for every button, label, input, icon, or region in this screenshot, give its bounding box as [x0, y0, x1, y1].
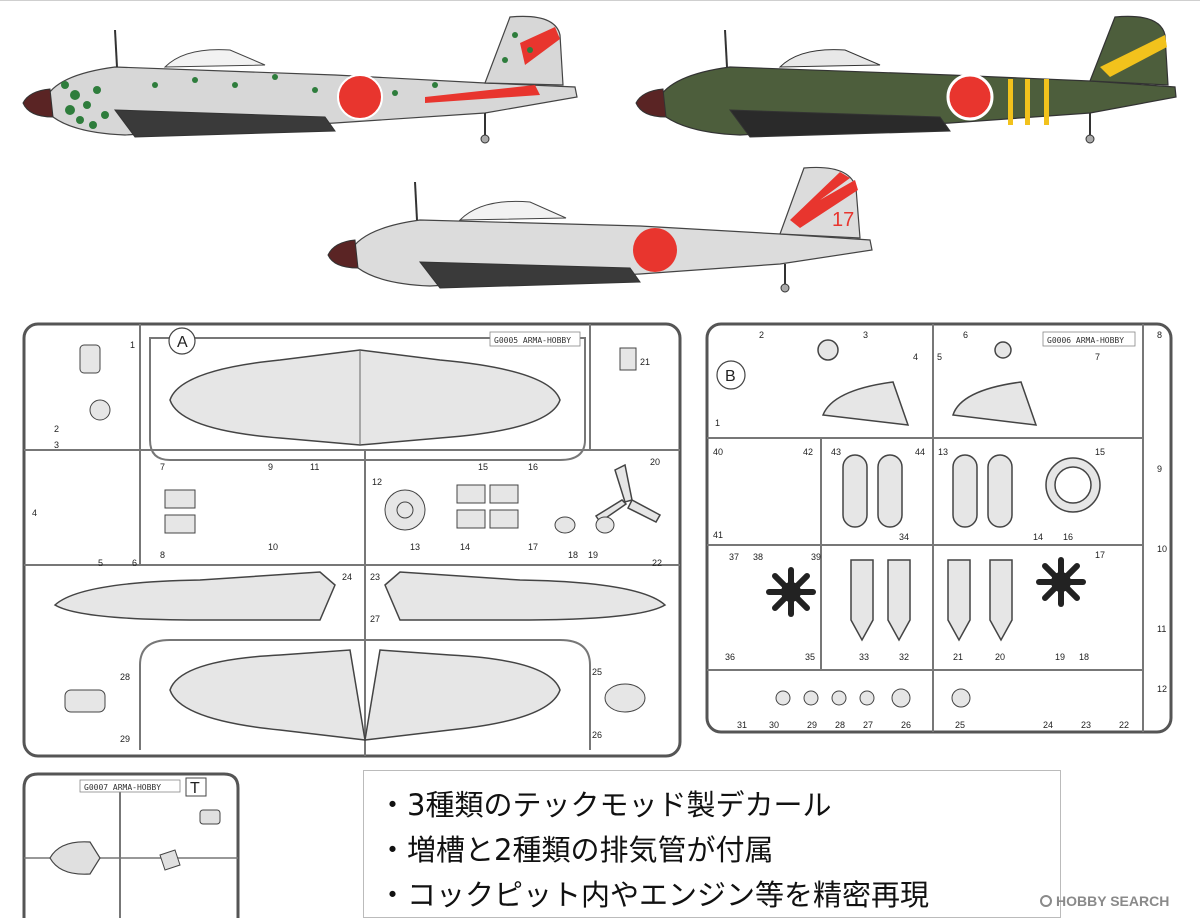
sprue-a-part-number: 6: [132, 558, 137, 568]
sprue-a-part-number: 10: [268, 542, 278, 552]
aircraft-profile-1: [22, 15, 578, 144]
sprue-b: B G0006 ARMA-HOBBY 1 2 3 4 5 6 7 8 9 10 …: [705, 322, 1173, 734]
sprue-a-part-number: 13: [410, 542, 420, 552]
sprue-t-code: G0007 ARMA-HOBBY: [84, 783, 161, 792]
sprue-a: A G0005 ARMA-HOBBY 1 2 3 4 5 6 7 8 9 10 …: [22, 322, 682, 758]
sprue-b-part-number: 39: [811, 552, 821, 562]
sprue-b-part-number: 20: [995, 652, 1005, 662]
sprue-b-part-number: 19: [1055, 652, 1065, 662]
sprue-b-part-number: 14: [1033, 532, 1043, 542]
sprue-b-part-number: 24: [1043, 720, 1053, 730]
sprue-b-letter: B: [725, 368, 736, 385]
sprue-b-part-number: 29: [807, 720, 817, 730]
sprue-b-part-number: 41: [713, 530, 723, 540]
sprue-b-part-number: 10: [1157, 544, 1167, 554]
sprue-b-part-number: 22: [1119, 720, 1129, 730]
sprue-a-part-number: 20: [650, 457, 660, 467]
sprue-a-part-number: 27: [370, 614, 380, 624]
sprue-b-part-number: 2: [759, 330, 764, 340]
sprue-a-part-number: 2: [54, 424, 59, 434]
sprue-b-part-number: 33: [859, 652, 869, 662]
sprue-b-part-number: 13: [938, 447, 948, 457]
sprue-a-part-number: 24: [342, 572, 352, 582]
sprue-b-part-number: 3: [863, 330, 868, 340]
sprue-b-part-number: 28: [835, 720, 845, 730]
sprue-a-part-number: 1: [130, 340, 135, 350]
sprue-a-part-number: 25: [592, 667, 602, 677]
sprue-a-part-number: 18: [568, 550, 578, 560]
sprue-a-part-number: 21: [640, 357, 650, 367]
sprue-a-part-number: 19: [588, 550, 598, 560]
sprue-b-part-number: 7: [1095, 352, 1100, 362]
top-divider: [0, 0, 1200, 1]
sprue-b-part-number: 9: [1157, 464, 1162, 474]
sprue-b-part-number: 38: [753, 552, 763, 562]
sprue-b-part-number: 11: [1157, 624, 1166, 634]
sprue-a-part-number: 7: [160, 462, 165, 472]
sprue-a-part-number: 5: [98, 558, 103, 568]
sprue-b-part-number: 32: [899, 652, 909, 662]
sprue-a-part-number: 17: [528, 542, 538, 552]
sprue-a-part-number: 3: [54, 440, 59, 450]
sprue-t-letter: T: [190, 780, 200, 797]
sprue-a-part-number: 28: [120, 672, 130, 682]
sprue-a-part-number: 14: [460, 542, 470, 552]
sprue-b-part-number: 5: [937, 352, 942, 362]
sprue-b-part-number: 31: [737, 720, 747, 730]
sprue-a-part-number: 23: [370, 572, 380, 582]
sprue-b-part-number: 44: [915, 447, 925, 457]
sprue-b-part-number: 6: [963, 330, 968, 340]
sprue-b-part-number: 8: [1157, 330, 1162, 340]
sprue-t: G0007 ARMA-HOBBY T: [22, 772, 240, 918]
watermark-logo-icon: [1040, 895, 1052, 907]
sprue-a-part-number: 4: [32, 508, 37, 518]
sprue-b-part-number: 34: [899, 532, 909, 542]
sprue-b-part-number: 40: [713, 447, 723, 457]
sprue-a-part-number: 8: [160, 550, 165, 560]
feature-detail: ・コックピット内やエンジン等を精密再現: [378, 878, 930, 912]
sprue-b-part-number: 36: [725, 652, 735, 662]
sprue-a-part-number: 12: [372, 477, 382, 487]
tail-number: 17: [832, 209, 854, 231]
sprue-a-letter: A: [177, 334, 188, 351]
aircraft-profile-3: 17: [327, 166, 873, 293]
sprue-b-part-number: 16: [1063, 532, 1073, 542]
sprue-a-part-number: 15: [478, 462, 488, 472]
sprue-b-part-number: 23: [1081, 720, 1091, 730]
sprue-b-part-number: 4: [913, 352, 918, 362]
sprue-a-part-number: 29: [120, 734, 130, 744]
sprue-b-part-number: 18: [1079, 652, 1089, 662]
sprue-b-part-number: 35: [805, 652, 815, 662]
sprue-a-part-number: 9: [268, 462, 273, 472]
sprue-a-part-number: 26: [592, 730, 602, 740]
sprue-a-part-number: 22: [652, 558, 662, 568]
sprue-b-part-number: 17: [1095, 550, 1105, 560]
sprue-b-part-number: 37: [729, 552, 739, 562]
feature-decals: ・3種類のテックモッド製デカール: [378, 788, 832, 822]
sprue-a-part-number: 16: [528, 462, 538, 472]
sprue-b-part-number: 27: [863, 720, 873, 730]
sprue-b-part-number: 1: [715, 418, 720, 428]
sprue-b-part-number: 42: [803, 447, 813, 457]
sprue-a-code: G0005 ARMA-HOBBY: [494, 336, 571, 345]
sprue-b-part-number: 12: [1157, 684, 1167, 694]
sprue-b-part-number: 15: [1095, 447, 1105, 457]
sprue-b-part-number: 25: [955, 720, 965, 730]
watermark: HOBBY SEARCH: [1040, 889, 1169, 913]
feature-drop-tank-exhaust: ・増槽と2種類の排気管が付属: [378, 833, 774, 867]
watermark-text: HOBBY SEARCH: [1056, 893, 1170, 909]
sprue-b-part-number: 30: [769, 720, 779, 730]
sprue-b-code: G0006 ARMA-HOBBY: [1047, 336, 1124, 345]
sprue-b-part-number: 21: [953, 652, 963, 662]
feature-list: ・3種類のテックモッド製デカール ・増槽と2種類の排気管が付属 ・コックピット内…: [363, 770, 1061, 918]
sprue-b-part-number: 43: [831, 447, 841, 457]
aircraft-profile-2: [635, 15, 1177, 144]
sprue-b-part-number: 26: [901, 720, 911, 730]
sprue-a-part-number: 11: [310, 462, 319, 472]
